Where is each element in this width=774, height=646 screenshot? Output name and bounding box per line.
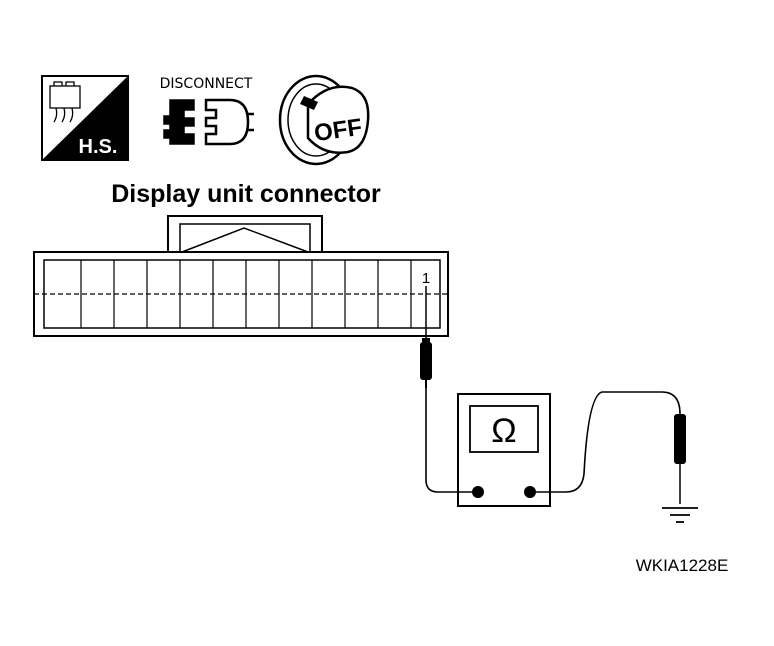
meter-terminal-negative <box>472 486 484 498</box>
display-unit-connector <box>33 215 449 337</box>
disconnect-icon: DISCONNECT <box>160 76 254 146</box>
ohm-symbol: Ω <box>491 412 516 450</box>
ignition-off-label: OFF <box>312 114 363 147</box>
test-leads <box>425 388 681 493</box>
left-probe <box>420 286 432 388</box>
disconnect-icon-label: DISCONNECT <box>160 76 253 92</box>
meter-terminal-positive <box>524 486 536 498</box>
ground-icon <box>662 507 698 523</box>
connector-title: Display unit connector <box>111 180 381 208</box>
ignition-off-icon: OFF <box>278 74 370 166</box>
hs-icon: H.S. <box>41 75 129 161</box>
figure-code: WKIA1228E <box>636 556 729 575</box>
hs-icon-label: H.S. <box>79 136 118 158</box>
ohmmeter: Ω <box>457 393 551 507</box>
terminal-number-label: 1 <box>422 270 430 287</box>
right-probe <box>674 414 686 504</box>
